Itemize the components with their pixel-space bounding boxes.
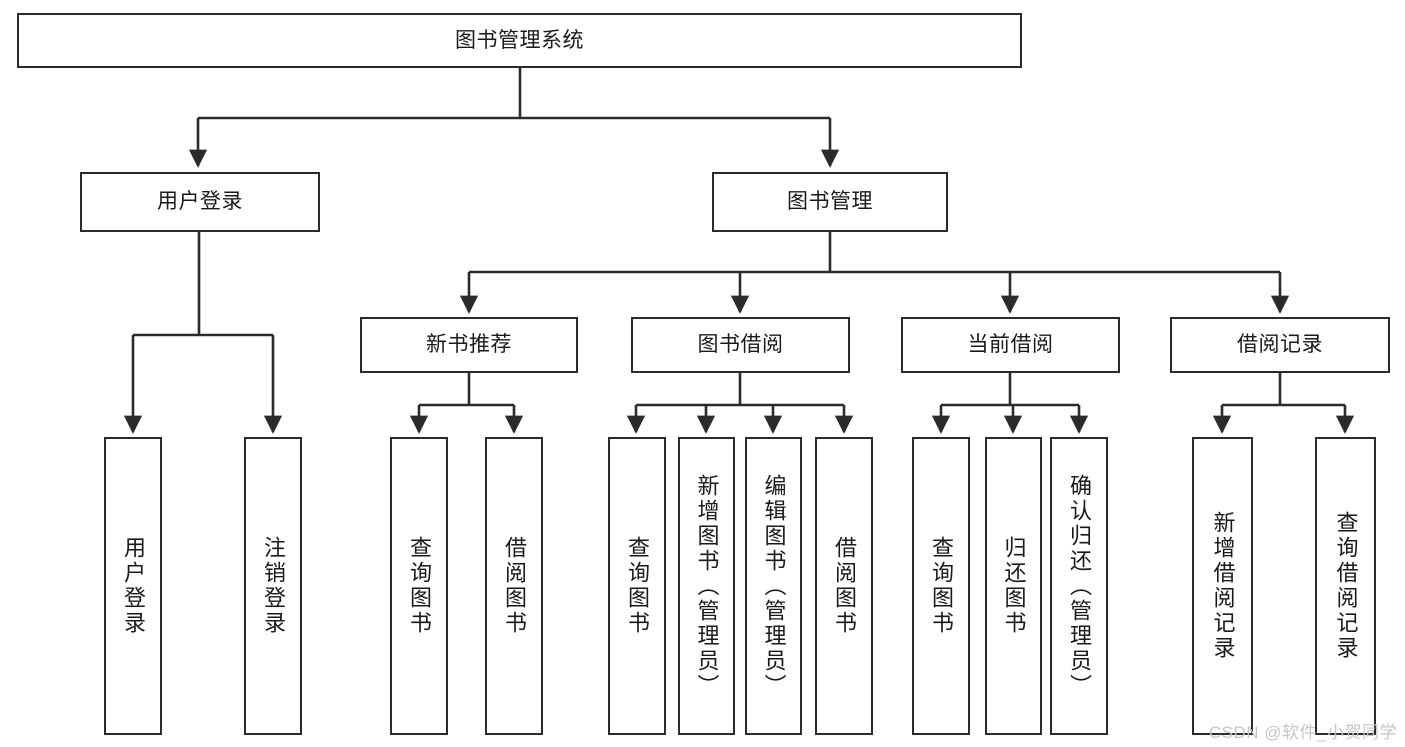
node-root-system-label: 图书管理系统 <box>455 28 584 52</box>
node-root-system[interactable]: 图书管理系统 <box>17 13 1022 68</box>
leaf-logout-label: 注销登录 <box>261 536 286 636</box>
leaf-borrow-book-nb-label: 借阅图书 <box>502 536 527 636</box>
node-book-management-label: 图书管理 <box>787 190 873 214</box>
leaf-add-book-admin-label: 新增图书（管理员） <box>694 473 720 699</box>
node-borrow-record[interactable]: 借阅记录 <box>1170 317 1390 373</box>
leaf-query-book-nb[interactable]: 查询图书 <box>390 437 448 735</box>
leaf-borrow-book-bb-label: 借阅图书 <box>832 536 857 636</box>
node-current-borrow[interactable]: 当前借阅 <box>901 317 1120 373</box>
node-borrow-record-label: 借阅记录 <box>1237 333 1323 357</box>
leaf-confirm-return-admin[interactable]: 确认归还（管理员） <box>1050 437 1108 735</box>
leaf-query-book-bb[interactable]: 查询图书 <box>608 437 666 735</box>
leaf-confirm-return-admin-label: 确认归还（管理员） <box>1067 473 1092 699</box>
node-new-book-recommend-label: 新书推荐 <box>426 333 512 357</box>
leaf-borrow-book-bb[interactable]: 借阅图书 <box>815 437 873 735</box>
node-book-borrow-label: 图书借阅 <box>697 333 784 357</box>
node-book-borrow[interactable]: 图书借阅 <box>631 317 850 373</box>
leaf-add-borrow-record[interactable]: 新增借阅记录 <box>1192 437 1253 735</box>
leaf-user-login-label: 用户登录 <box>121 536 146 636</box>
node-user-login-label: 用户登录 <box>157 190 243 214</box>
leaf-return-book[interactable]: 归还图书 <box>985 437 1042 735</box>
leaf-query-borrow-record-label: 查询借阅记录 <box>1333 511 1359 661</box>
leaf-borrow-book-nb[interactable]: 借阅图书 <box>485 437 543 735</box>
node-user-login[interactable]: 用户登录 <box>80 172 320 232</box>
leaf-logout[interactable]: 注销登录 <box>244 437 302 735</box>
leaf-add-book-admin[interactable]: 新增图书（管理员） <box>678 437 735 735</box>
leaf-user-login[interactable]: 用户登录 <box>104 437 162 735</box>
leaf-query-book-nb-label: 查询图书 <box>407 536 432 636</box>
leaf-query-book-cb[interactable]: 查询图书 <box>912 437 970 735</box>
node-new-book-recommend[interactable]: 新书推荐 <box>360 317 578 373</box>
leaf-edit-book-admin[interactable]: 编辑图书（管理员） <box>745 437 802 735</box>
node-book-management[interactable]: 图书管理 <box>712 172 948 232</box>
leaf-query-book-cb-label: 查询图书 <box>929 536 954 636</box>
leaf-query-book-bb-label: 查询图书 <box>625 536 650 636</box>
node-current-borrow-label: 当前借阅 <box>967 333 1054 357</box>
leaf-return-book-label: 归还图书 <box>1001 536 1027 636</box>
leaf-edit-book-admin-label: 编辑图书（管理员） <box>761 473 787 699</box>
leaf-query-borrow-record[interactable]: 查询借阅记录 <box>1315 437 1376 735</box>
leaf-add-borrow-record-label: 新增借阅记录 <box>1210 511 1236 661</box>
